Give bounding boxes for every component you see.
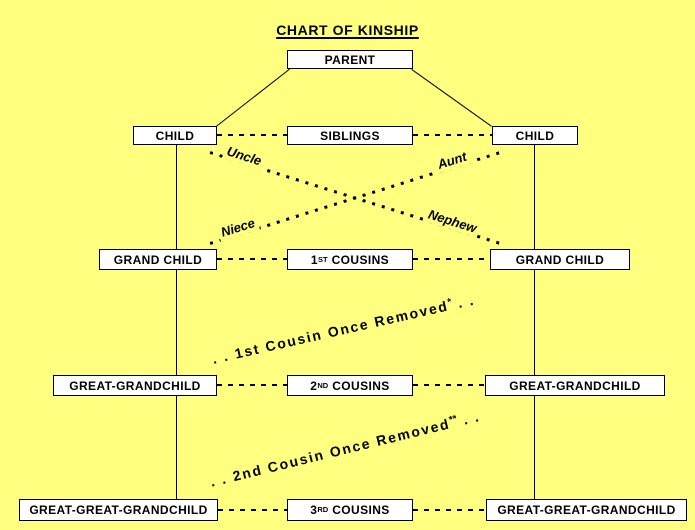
second-cousin-once-removed-label: . .2nd Cousin Once Removed**. . <box>208 406 482 490</box>
cousins-word: COUSINS <box>331 252 390 267</box>
leader-dots-trail: . . <box>456 291 477 311</box>
aunt-label: Aunt <box>432 147 472 174</box>
first-cousin-once-removed-label: . .1st Cousin Once Removed*. . <box>210 290 477 367</box>
second-cousin-once-removed-text: 2nd Cousin Once Removed <box>230 415 452 485</box>
chart-title: CHART OF KINSHIP <box>0 22 695 38</box>
sibling-dash-left <box>217 134 287 136</box>
leader-dots-lead: . . <box>208 470 229 490</box>
cousins3-dash-right <box>413 509 486 511</box>
cousins3-dash-left <box>218 509 287 511</box>
sibling-dash-right <box>413 134 492 136</box>
cousins2-dash-left <box>217 384 287 386</box>
ordinal-number: 2 <box>310 378 318 393</box>
box-great-great-grandchild-left: GREAT-GREAT-GRANDCHILD <box>19 499 218 521</box>
parent-right-child-line <box>411 69 492 127</box>
left-descent-line <box>176 144 177 500</box>
nephew-label: Nephew <box>423 205 482 238</box>
box-parent: PARENT <box>287 50 413 69</box>
niece-label: Niece <box>216 214 260 242</box>
box-great-great-grandchild-right: GREAT-GREAT-GRANDCHILD <box>486 499 687 521</box>
parent-left-child-line <box>216 68 290 127</box>
cousins2-dash-right <box>413 384 485 386</box>
cousins1-dash-right <box>413 258 490 260</box>
leader-dots-trail: . . <box>461 408 482 428</box>
ordinal-number: 3 <box>310 503 318 517</box>
ordinal-number: 1 <box>310 252 318 267</box>
box-grandchild-right: GRAND CHILD <box>490 249 630 270</box>
first-cousin-once-removed-text: 1st Cousin Once Removed <box>233 297 451 362</box>
chart-title-text: CHART OF KINSHIP <box>276 22 419 38</box>
uncle-label: Uncle <box>221 142 267 171</box>
box-child-left: CHILD <box>133 126 217 145</box>
box-great-grandchild-right: GREAT-GRANDCHILD <box>485 375 665 396</box>
right-descent-line <box>534 144 535 500</box>
cousins1-dash-left <box>217 258 287 260</box>
double-asterisk-marker: ** <box>447 413 459 427</box>
cousins-word: COUSINS <box>332 503 390 517</box>
cousins-word: COUSINS <box>332 378 390 393</box>
box-great-grandchild-left: GREAT-GRANDCHILD <box>53 375 217 396</box>
box-siblings: SIBLINGS <box>287 126 413 145</box>
leader-dots-lead: . . <box>210 347 231 367</box>
box-grandchild-left: GRAND CHILD <box>99 249 217 270</box>
box-child-right: CHILD <box>492 126 578 145</box>
